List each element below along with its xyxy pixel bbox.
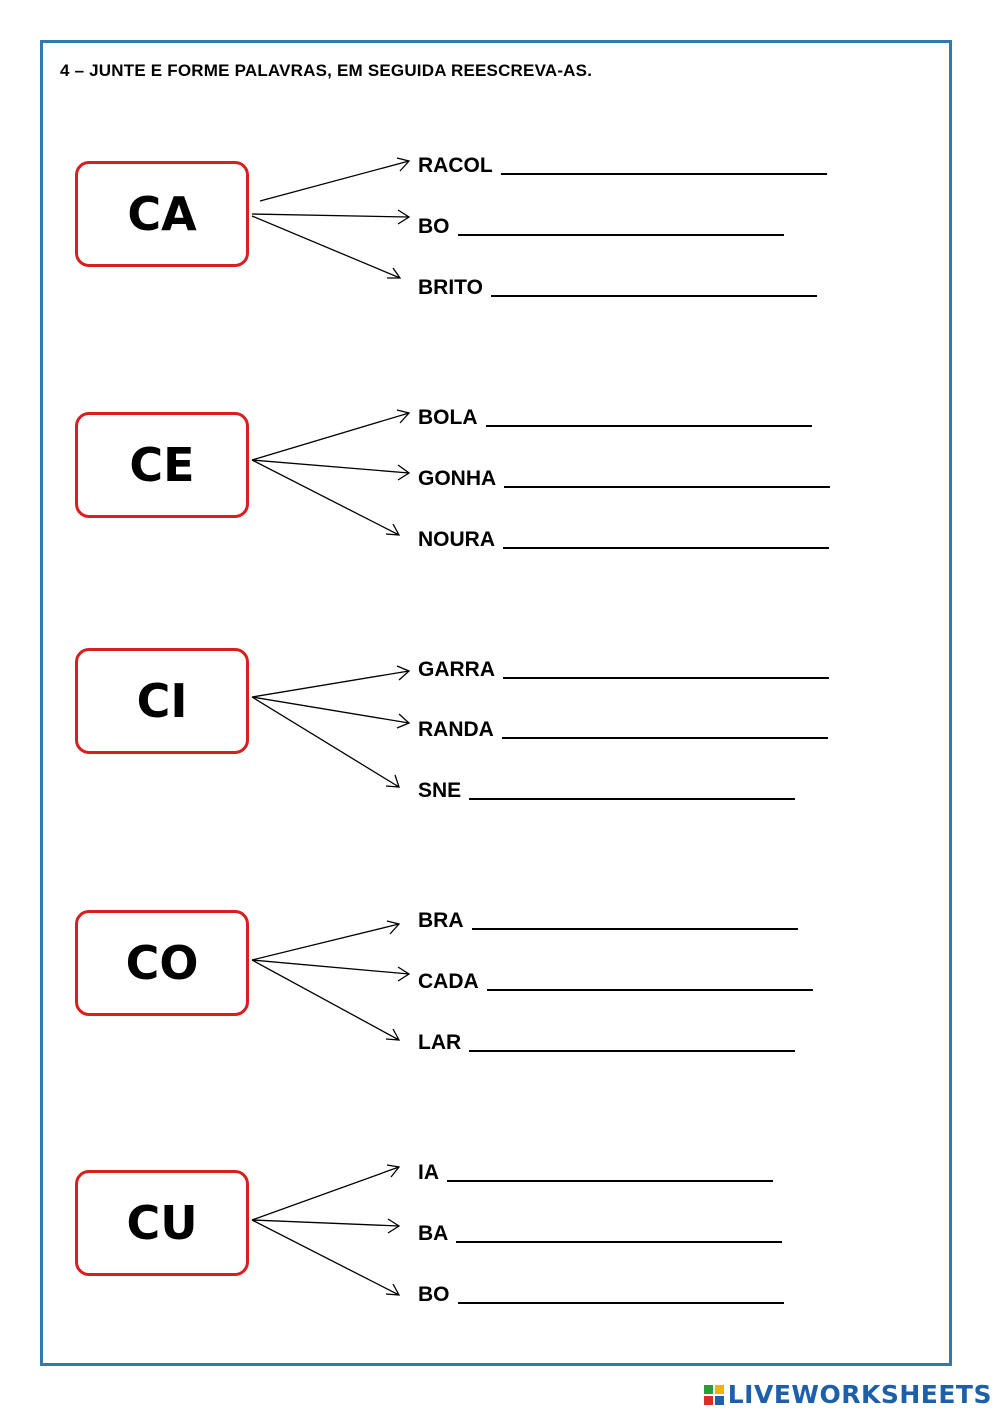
liveworksheets-logo[interactable]: LIVEWORKSHEETS: [703, 1380, 992, 1409]
answer-line[interactable]: [469, 1050, 796, 1052]
answer-line[interactable]: [503, 547, 829, 549]
syllable-box-ci: CI: [75, 648, 249, 754]
word-fragment: GARRA: [418, 658, 495, 681]
brand-text: LIVEWORKSHEETS: [727, 1380, 992, 1409]
syllable-box-co: CO: [75, 910, 249, 1016]
word-item: NOURA: [418, 521, 829, 551]
instruction-text: 4 – JUNTE E FORME PALAVRAS, EM SEGUIDA R…: [60, 61, 593, 80]
word-item: IA: [418, 1154, 773, 1184]
word-fragment: BO: [418, 215, 450, 238]
word-fragment: BO: [418, 1283, 450, 1306]
word-fragment: BRITO: [418, 276, 483, 299]
answer-line[interactable]: [457, 234, 784, 236]
word-item: BRA: [418, 902, 798, 932]
answer-line[interactable]: [447, 1180, 773, 1182]
word-fragment: RACOL: [418, 154, 493, 177]
word-item: RANDA: [418, 711, 828, 741]
word-item: GARRA: [418, 651, 829, 681]
word-fragment: SNE: [418, 779, 462, 802]
word-item: BA: [418, 1215, 783, 1245]
word-item: LAR: [418, 1024, 796, 1054]
answer-line[interactable]: [456, 1241, 783, 1243]
word-item: RACOL: [418, 147, 827, 177]
word-fragment: NOURA: [418, 528, 495, 551]
word-fragment: GONHA: [418, 467, 497, 490]
word-fragment: BA: [418, 1222, 449, 1245]
word-fragment: IA: [418, 1161, 439, 1184]
syllable-box-cu: CU: [75, 1170, 249, 1276]
word-item: BO: [418, 1276, 784, 1306]
word-fragment: BOLA: [418, 406, 478, 429]
syllable-box-ce: CE: [75, 412, 249, 518]
answer-line[interactable]: [501, 737, 828, 739]
answer-line[interactable]: [469, 798, 796, 800]
answer-line[interactable]: [500, 173, 827, 175]
answer-line[interactable]: [485, 425, 812, 427]
answer-line[interactable]: [486, 989, 813, 991]
word-fragment: BRA: [418, 909, 464, 932]
word-item: SNE: [418, 772, 796, 802]
word-item: BOLA: [418, 399, 812, 429]
word-fragment: RANDA: [418, 718, 494, 741]
word-item: GONHA: [418, 460, 831, 490]
word-fragment: LAR: [418, 1031, 462, 1054]
answer-line[interactable]: [504, 486, 831, 488]
syllable-box-ca: CA: [75, 161, 249, 267]
answer-line[interactable]: [503, 677, 829, 679]
word-item: BRITO: [418, 269, 817, 299]
word-fragment: CADA: [418, 970, 479, 993]
answer-line[interactable]: [471, 928, 798, 930]
logo-icon: [703, 1384, 724, 1405]
answer-line[interactable]: [457, 1302, 784, 1304]
word-item: BO: [418, 208, 784, 238]
answer-line[interactable]: [490, 295, 817, 297]
word-item: CADA: [418, 963, 813, 993]
worksheet-frame: [40, 40, 952, 1366]
